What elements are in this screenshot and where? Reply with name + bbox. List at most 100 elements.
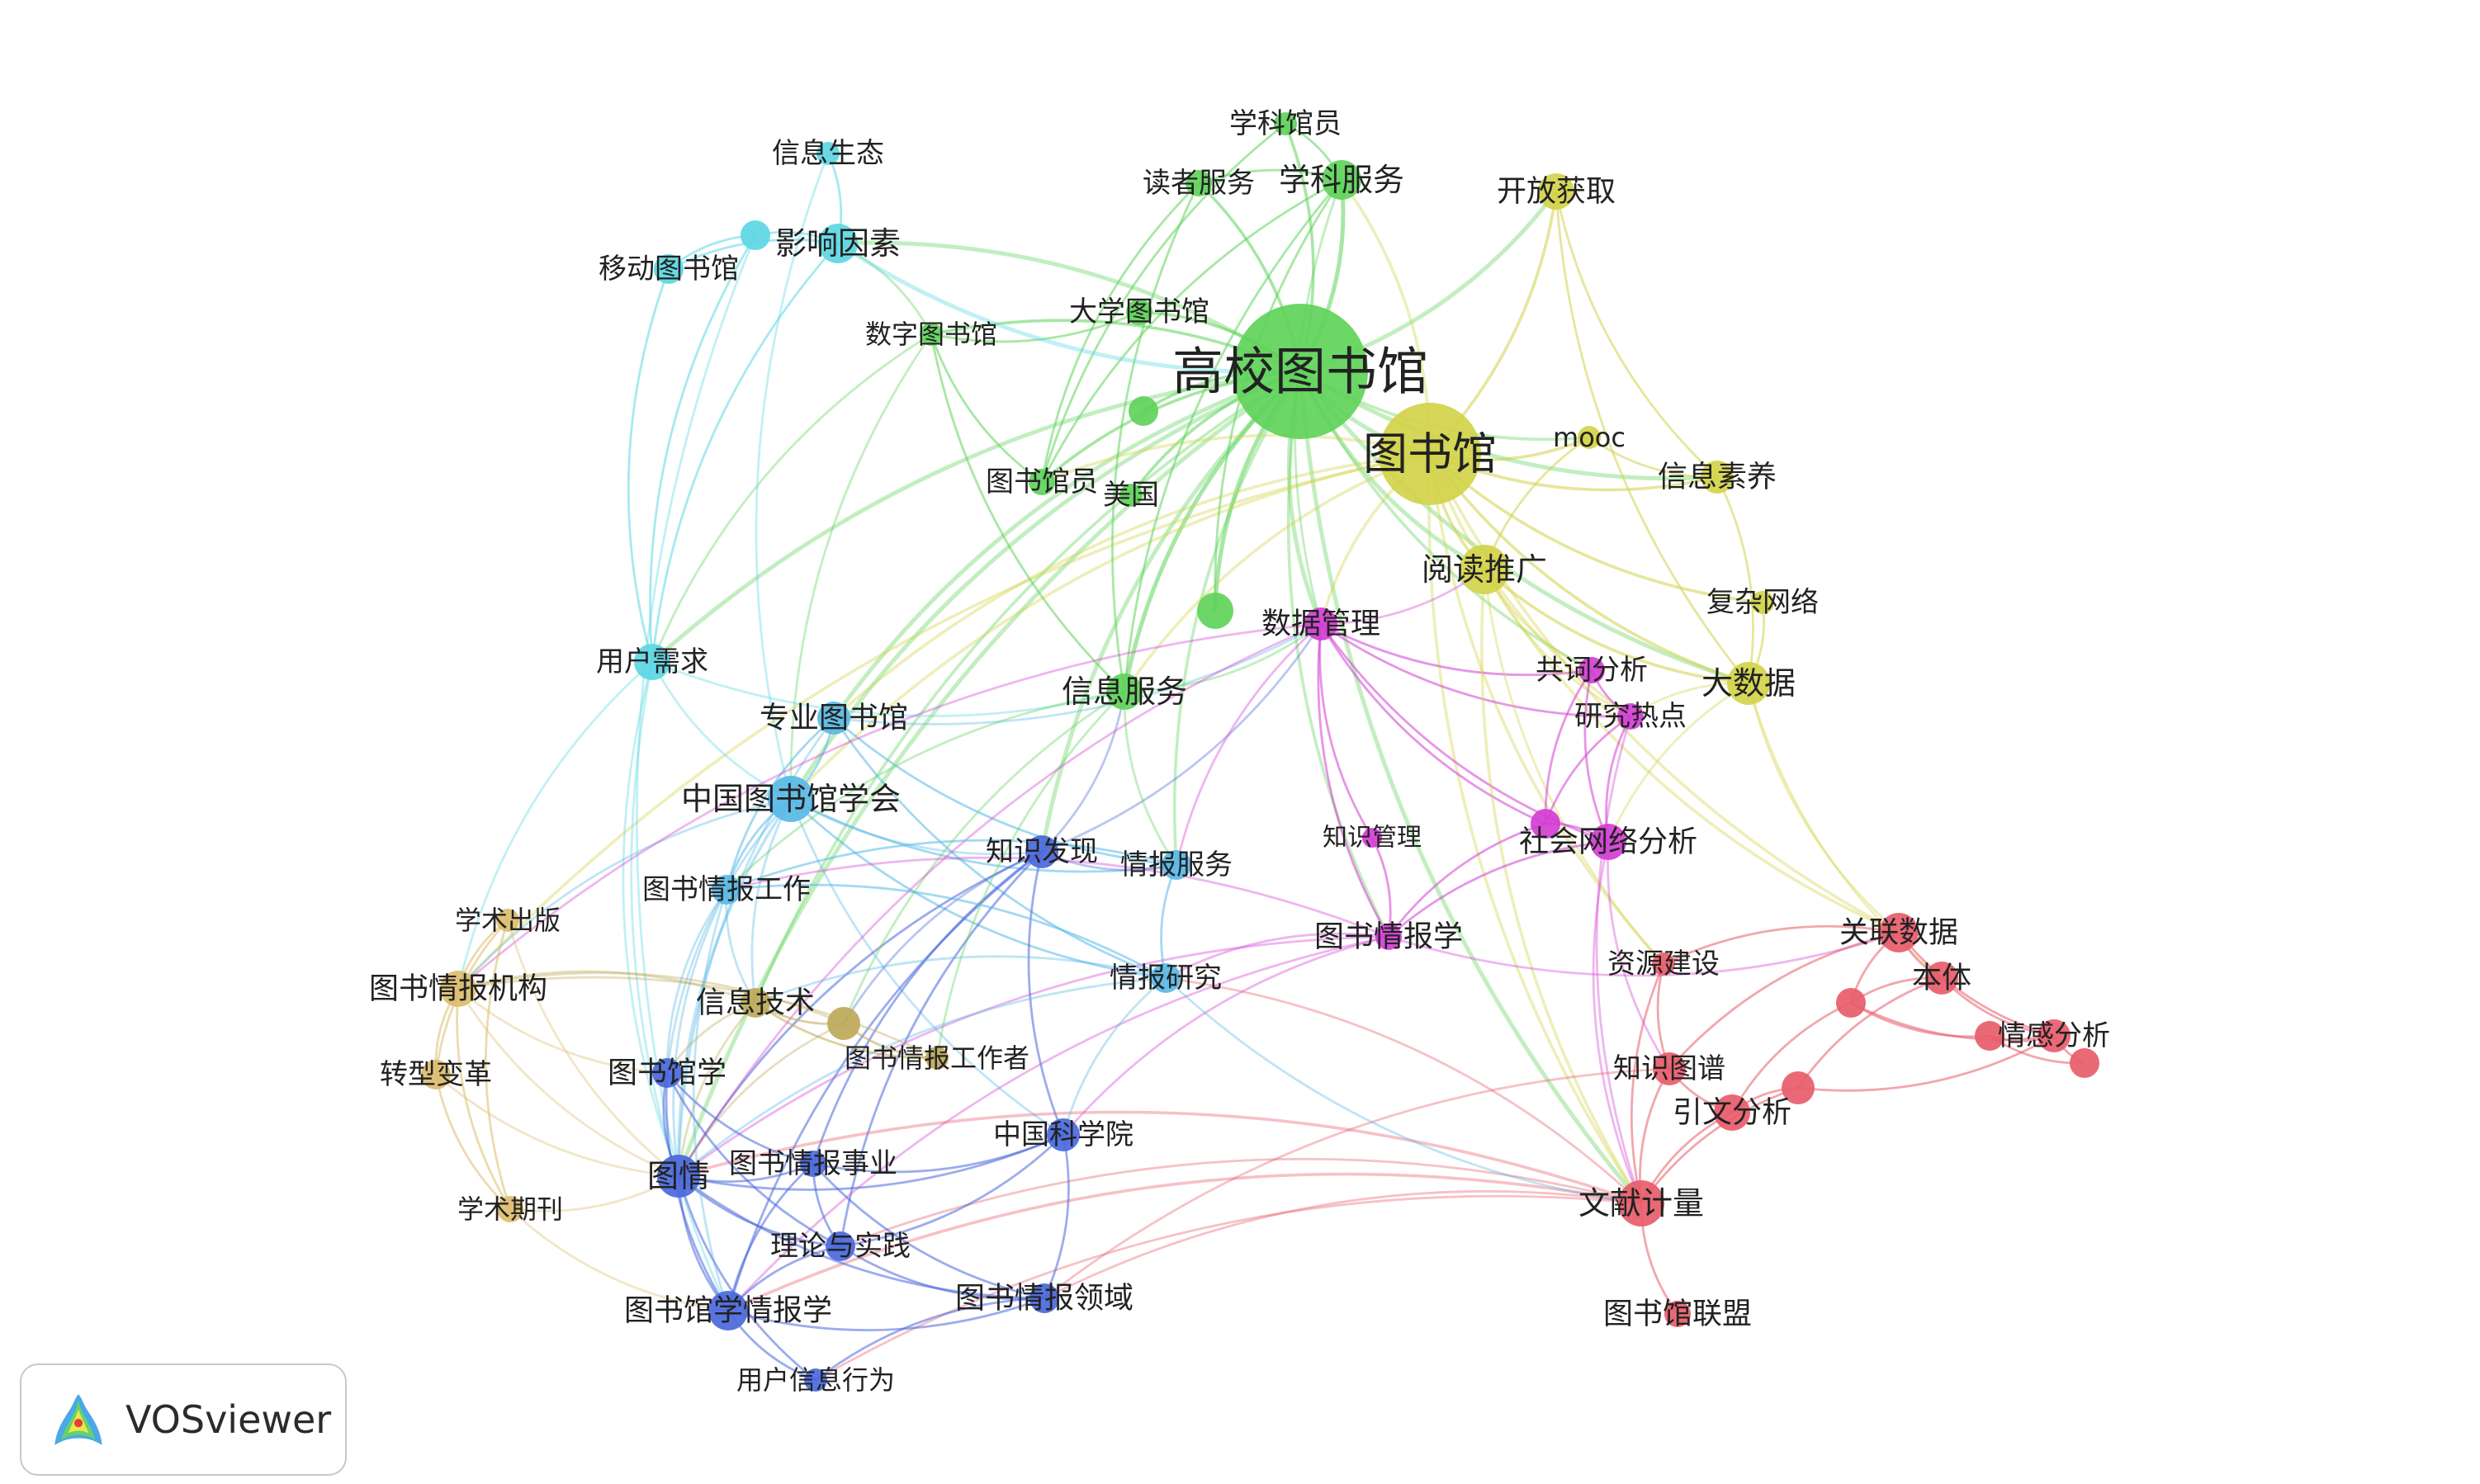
vosviewer-logo-icon xyxy=(54,1394,102,1445)
node-glsj[interactable] xyxy=(1879,913,1919,952)
node-tsglm[interactable] xyxy=(1664,1301,1691,1327)
node-wxjl[interactable] xyxy=(1618,1180,1664,1226)
node-zstp[interactable] xyxy=(1653,1052,1686,1085)
node-yjrd[interactable] xyxy=(1617,703,1644,730)
node-szs[interactable] xyxy=(920,323,943,346)
node-label-zgkxy: 中国科学院 xyxy=(993,1118,1134,1151)
node-xkfw[interactable] xyxy=(1322,160,1361,200)
node-tsqbgz[interactable] xyxy=(712,875,741,905)
node-yxys[interactable] xyxy=(818,224,858,263)
link-tsg-zyjs xyxy=(1428,453,1665,966)
node-ydtg[interactable] xyxy=(1460,545,1509,594)
node-r2[interactable] xyxy=(1975,1021,2004,1051)
node-tsqbx[interactable] xyxy=(1375,924,1402,950)
node-r4[interactable] xyxy=(1782,1071,1815,1104)
node-zsgl[interactable] xyxy=(1362,828,1382,848)
link-tsgx-tsqbsy xyxy=(665,1072,814,1165)
node-label-tq: 图情 xyxy=(647,1158,710,1194)
node-mooc[interactable] xyxy=(1578,426,1601,449)
node-tsqbgzz[interactable] xyxy=(925,1047,949,1070)
link-yhxq-tsgxqbx xyxy=(630,661,730,1311)
node-tsgx[interactable] xyxy=(652,1058,682,1088)
node-m1[interactable] xyxy=(1531,809,1560,839)
node-label-wxjl: 文献计量 xyxy=(1578,1185,1704,1222)
node-dzfw[interactable] xyxy=(1186,170,1212,196)
node-label-yhxq: 用户需求 xyxy=(596,645,708,678)
links-layer xyxy=(434,122,2085,1382)
node-label-dxtsg: 大学图书馆 xyxy=(1069,295,1209,328)
node-xkgy[interactable] xyxy=(1274,112,1297,135)
node-xxjs[interactable] xyxy=(741,988,770,1018)
node-gxtsg[interactable] xyxy=(1233,304,1368,439)
node-xscb[interactable] xyxy=(496,909,519,932)
node-label-zyjs: 资源建设 xyxy=(1607,948,1720,981)
link-tsqbx-tq xyxy=(678,935,1389,1178)
link-qbyj-tq xyxy=(678,976,1167,1178)
node-ywfx[interactable] xyxy=(1714,1094,1750,1131)
node-g2[interactable] xyxy=(1197,593,1233,629)
link-zsfx-xxfw xyxy=(1041,691,1126,853)
node-tsgxqbx[interactable] xyxy=(708,1291,748,1330)
link-zgtsgxh-xxjs xyxy=(750,798,793,1004)
link-shwlfx-wxjl xyxy=(1592,841,1643,1204)
link-gcfx-shwlfx xyxy=(1583,669,1610,843)
node-sjgl[interactable] xyxy=(1304,607,1337,640)
link-yhxq-xxfw xyxy=(651,660,1125,717)
node-tsg[interactable] xyxy=(1379,403,1481,505)
node-llysj[interactable] xyxy=(826,1231,855,1261)
node-qbfw[interactable] xyxy=(1162,850,1191,880)
link-wxjl-tsqbly xyxy=(1044,1189,1642,1300)
node-label-fzwl: 复杂网络 xyxy=(1706,586,1819,619)
node-fzwl[interactable] xyxy=(1751,591,1774,614)
node-g1[interactable] xyxy=(1129,396,1158,426)
link-zytsg-tsqbgz xyxy=(725,716,835,891)
node-ydtsg[interactable] xyxy=(654,254,684,284)
link-tsqbx-zgkxy xyxy=(1062,935,1389,1136)
link-xxjs-tq xyxy=(677,1002,757,1177)
node-label-qbfw: 情报服务 xyxy=(1120,848,1233,881)
link-tsqbjg-tsgx xyxy=(457,987,668,1075)
node-zxbg[interactable] xyxy=(421,1060,451,1089)
node-xxst[interactable] xyxy=(816,142,840,165)
node-c1[interactable] xyxy=(741,220,770,250)
node-xsqk[interactable] xyxy=(497,1196,523,1222)
node-zyjs[interactable] xyxy=(1652,952,1675,976)
node-zgtsgxh[interactable] xyxy=(768,776,814,822)
link-xxfw-sjgl xyxy=(1124,622,1322,693)
node-r1[interactable] xyxy=(1836,988,1866,1018)
link-sjgl-tq xyxy=(677,622,1322,1177)
link-gxtsg-wxjl xyxy=(1298,371,1643,1205)
node-tsqbjg[interactable] xyxy=(440,971,476,1007)
node-tsgy[interactable] xyxy=(1029,469,1055,495)
node-qgfx[interactable] xyxy=(2037,1019,2071,1052)
node-shwlfx[interactable] xyxy=(1590,824,1626,860)
node-yhxxxw[interactable] xyxy=(804,1368,827,1392)
node-r3[interactable] xyxy=(2070,1048,2099,1078)
link-zgtsgxh-tsqbjg xyxy=(457,797,792,990)
node-label-kfhq: 开放获取 xyxy=(1497,175,1616,209)
node-tsqbly[interactable] xyxy=(1029,1283,1059,1313)
node-tsqbsy[interactable] xyxy=(800,1151,826,1177)
node-label-zsfx: 知识发现 xyxy=(986,835,1098,868)
node-zsfx[interactable] xyxy=(1025,835,1058,868)
node-qbyj[interactable] xyxy=(1151,963,1181,993)
node-zytsg[interactable] xyxy=(817,702,850,735)
node-kfhq[interactable] xyxy=(1538,173,1574,210)
node-label-tsqbsy: 图书情报事业 xyxy=(729,1147,897,1180)
node-bt[interactable] xyxy=(1925,962,1958,995)
node-dsj[interactable] xyxy=(1727,662,1770,705)
node-zgkxy[interactable] xyxy=(1047,1118,1080,1151)
node-yhxq[interactable] xyxy=(634,644,670,680)
link-tsgx-llysj xyxy=(665,1072,841,1248)
link-yxys-gxtsg xyxy=(836,241,1301,375)
node-o1[interactable] xyxy=(827,1007,860,1040)
link-gxtsg-yxys xyxy=(837,240,1302,374)
node-gcfx[interactable] xyxy=(1578,657,1605,683)
node-tq[interactable] xyxy=(657,1155,700,1198)
node-xxsy[interactable] xyxy=(1701,461,1734,494)
link-tsg-fzwl xyxy=(1428,452,1763,604)
link-yjrd-wxjl xyxy=(1595,716,1643,1204)
node-dxtsg[interactable] xyxy=(1126,299,1152,325)
node-mg[interactable] xyxy=(1119,484,1143,507)
node-xxfw[interactable] xyxy=(1106,673,1143,710)
